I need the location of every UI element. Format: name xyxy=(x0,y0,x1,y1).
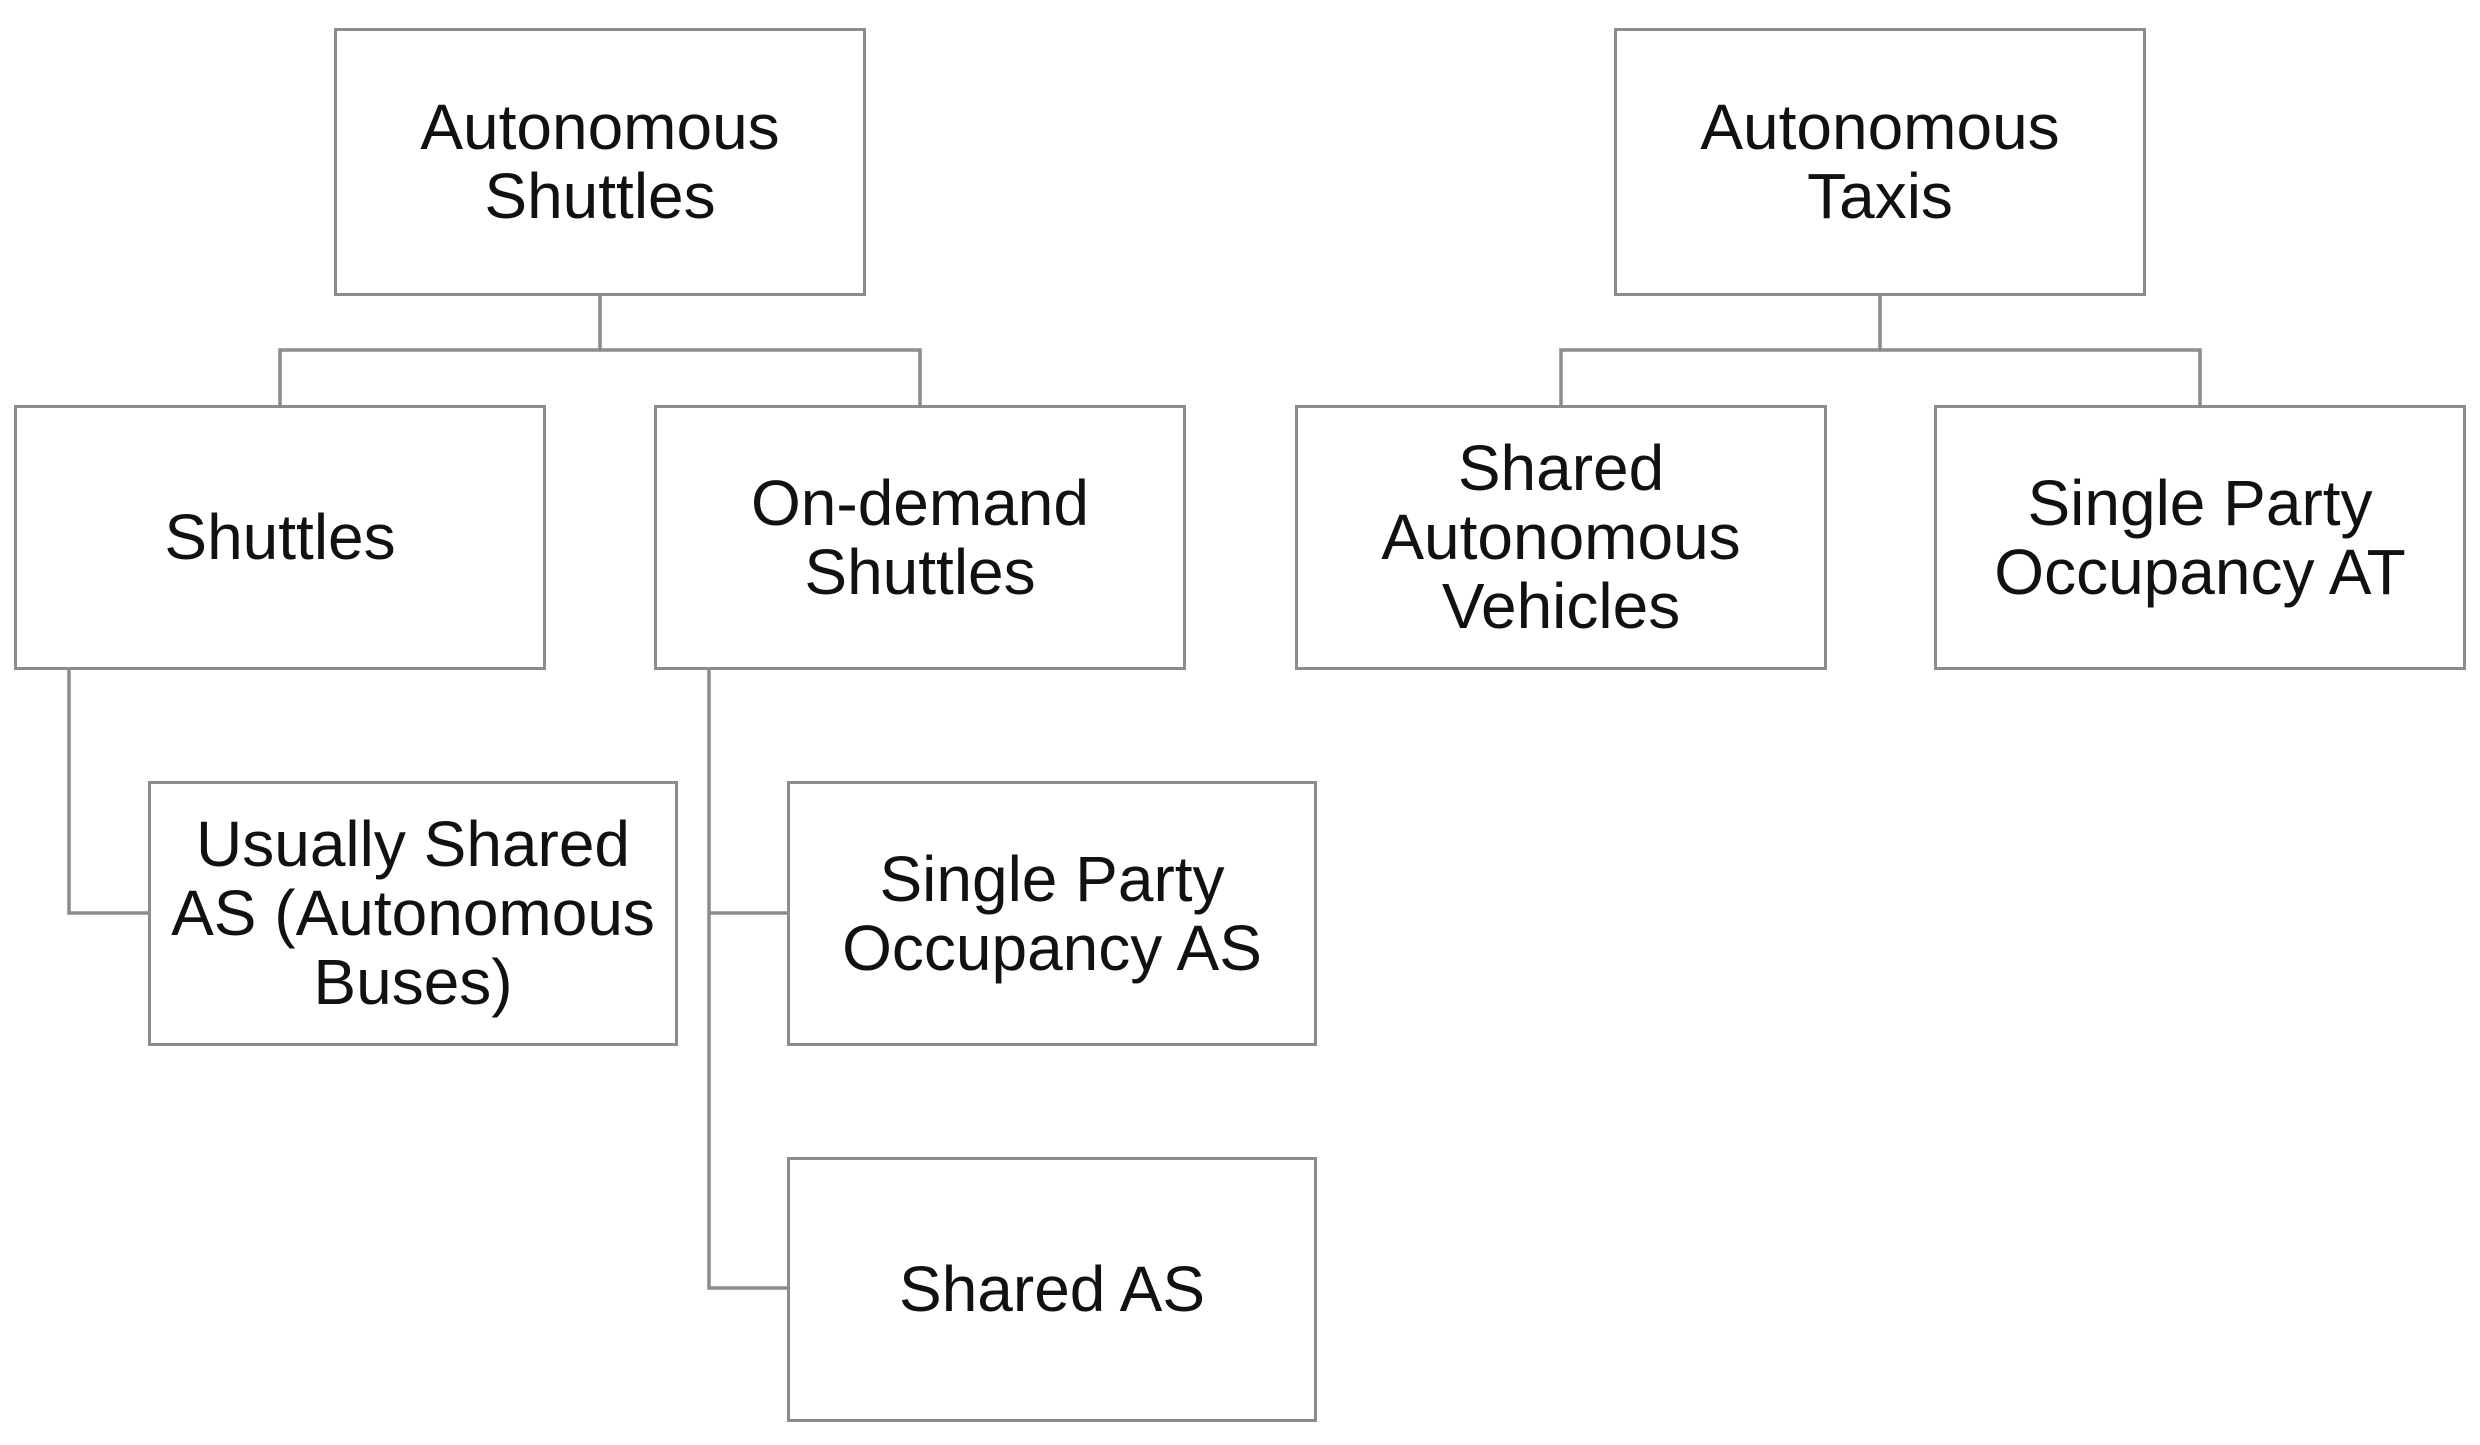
node-shared-autonomous-vehicles: Shared Autonomous Vehicles xyxy=(1295,405,1827,670)
node-autonomous-shuttles-label: Autonomous Shuttles xyxy=(420,91,780,232)
node-shared-autonomous-vehicles-label: Shared Autonomous Vehicles xyxy=(1381,432,1741,642)
node-shared-as: Shared AS xyxy=(787,1157,1317,1422)
node-single-party-occupancy-as-label: Single Party Occupancy AS xyxy=(842,842,1262,984)
connector-taxis-root xyxy=(1559,296,2202,405)
node-shuttles: Shuttles xyxy=(14,405,546,670)
node-single-party-occupancy-as: Single Party Occupancy AS xyxy=(787,781,1317,1046)
node-shuttles-label: Shuttles xyxy=(164,501,396,573)
node-on-demand-shuttles-label: On-demand Shuttles xyxy=(751,466,1089,608)
node-single-party-occupancy-at-label: Single Party Occupancy AT xyxy=(1994,466,2406,608)
node-autonomous-taxis: Autonomous Taxis xyxy=(1614,28,2146,296)
node-autonomous-shuttles: Autonomous Shuttles xyxy=(334,28,866,296)
connector-on-demand-children xyxy=(707,670,787,1290)
connector-shuttles-root xyxy=(278,296,922,405)
node-shared-as-label: Shared AS xyxy=(899,1253,1205,1325)
node-on-demand-shuttles: On-demand Shuttles xyxy=(654,405,1186,670)
node-single-party-occupancy-at: Single Party Occupancy AT xyxy=(1934,405,2466,670)
node-usually-shared-as: Usually Shared AS (Autonomous Buses) xyxy=(148,781,678,1046)
node-autonomous-taxis-label: Autonomous Taxis xyxy=(1700,91,2060,232)
node-usually-shared-as-label: Usually Shared AS (Autonomous Buses) xyxy=(171,808,655,1018)
connector-shuttles-child xyxy=(67,670,148,915)
